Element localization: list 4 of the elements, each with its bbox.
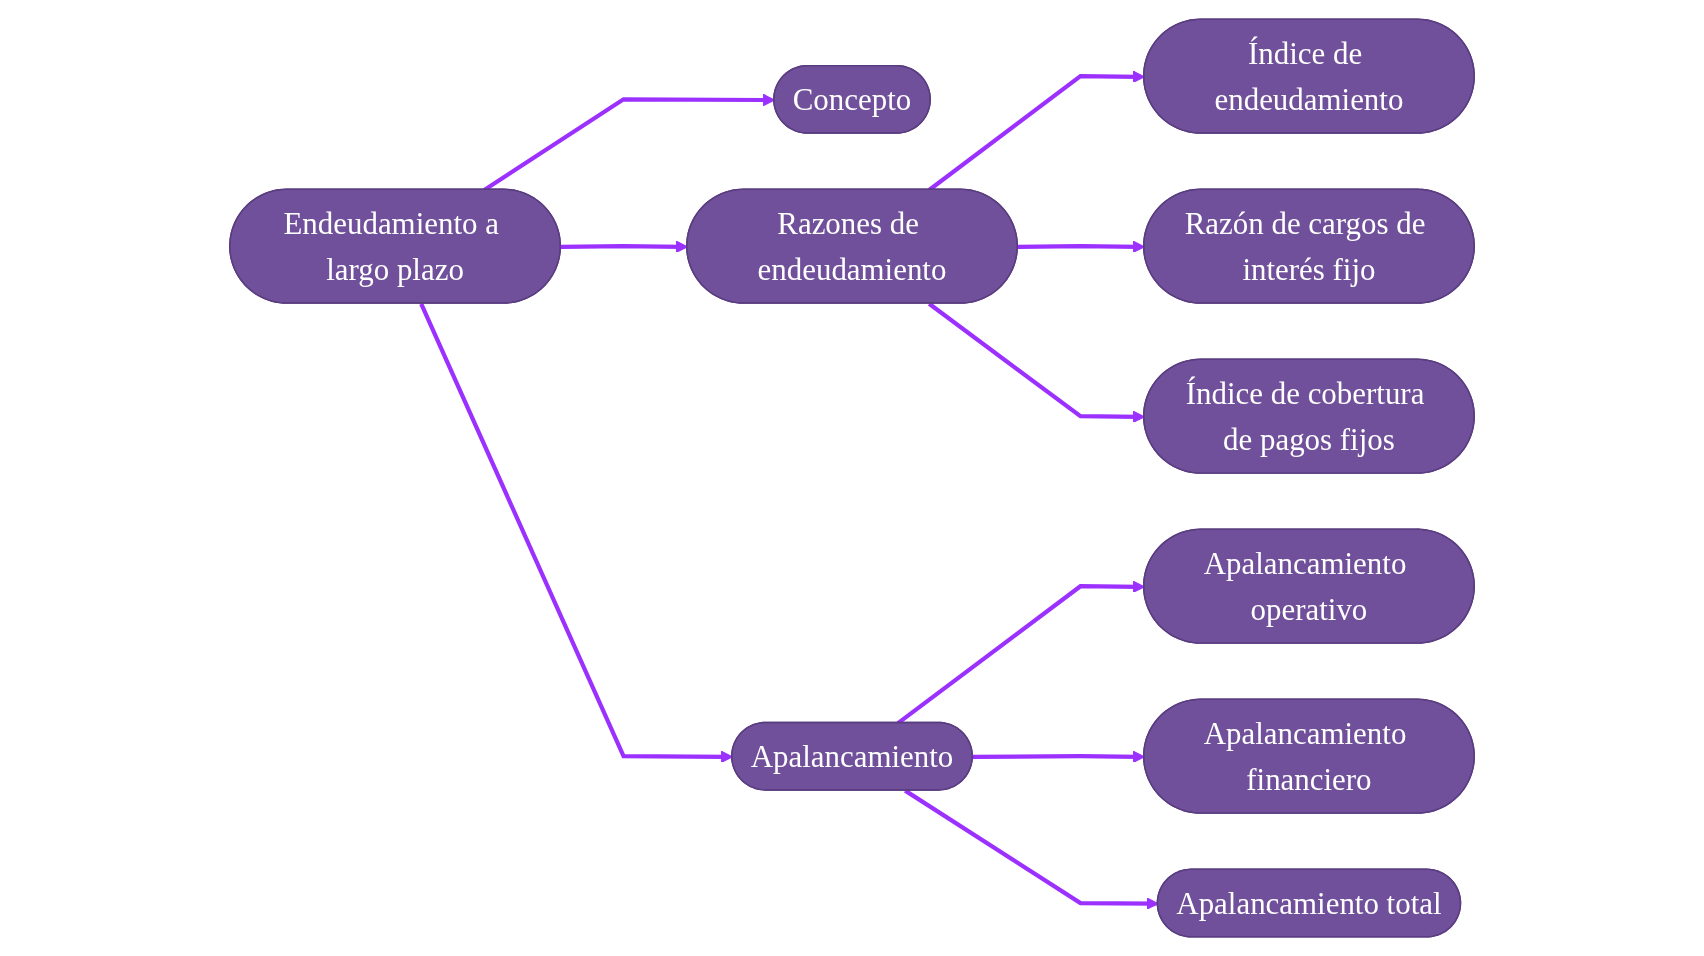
arrow — [560, 240, 688, 253]
arrow — [927, 302, 1145, 423]
arrow — [1017, 240, 1145, 253]
arrow — [972, 750, 1145, 763]
